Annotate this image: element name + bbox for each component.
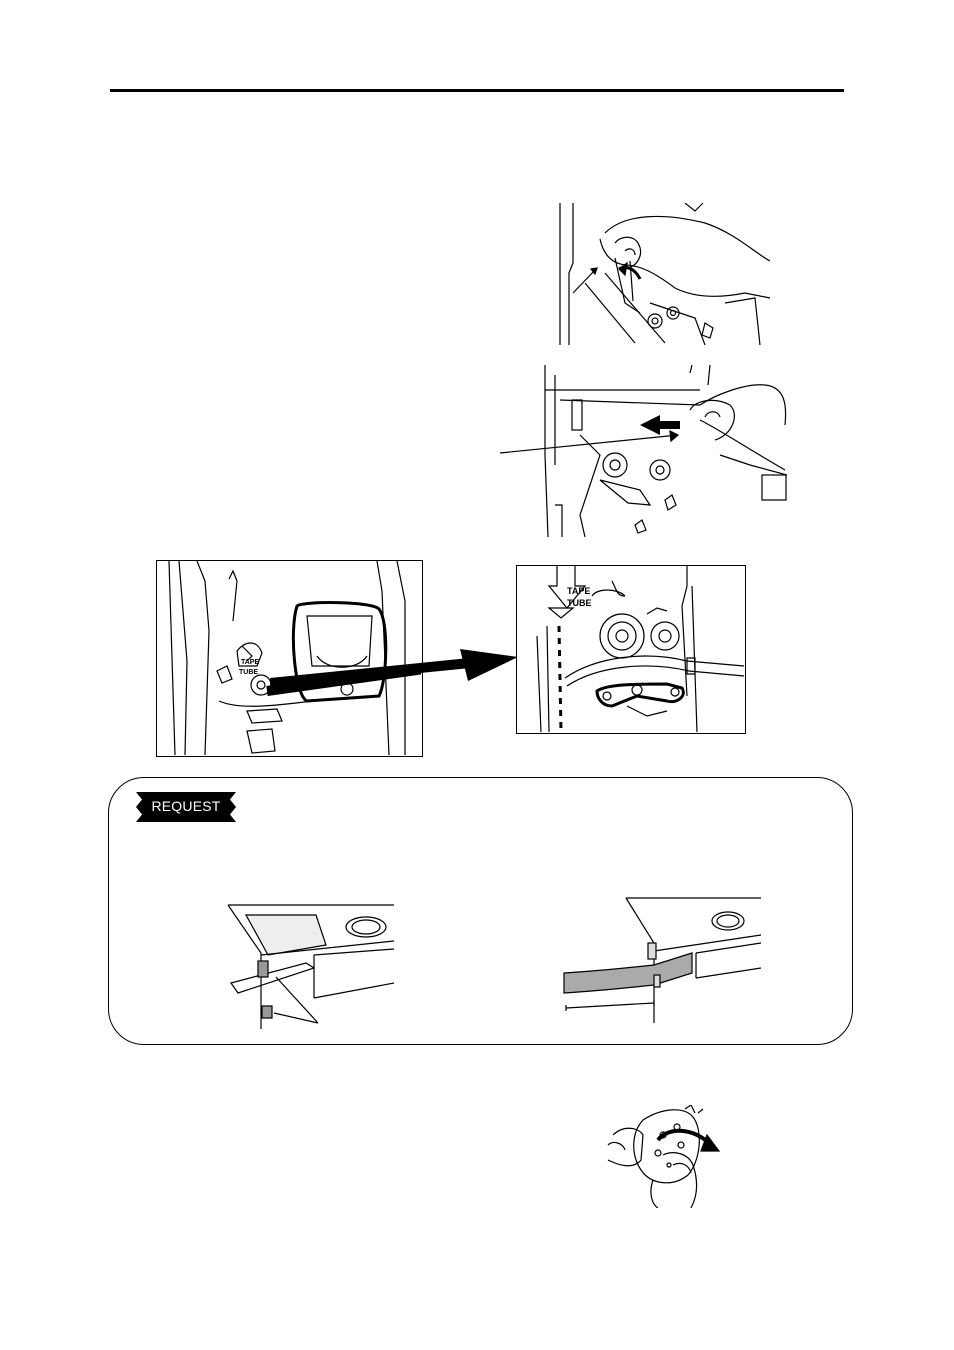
tape-mark-small: TAPE bbox=[241, 659, 259, 666]
figure-tape-guide-detail: TAPE TUBE bbox=[516, 565, 746, 734]
request-badge: REQUEST bbox=[136, 792, 236, 822]
request-label: REQUEST bbox=[136, 792, 236, 822]
arrow-zoom-indicator bbox=[270, 645, 520, 695]
figure-hand-removing-tape bbox=[555, 203, 773, 345]
tube-mark-small: TUBE bbox=[239, 669, 258, 676]
figure-tape-guide-right bbox=[556, 893, 761, 1023]
figure-turning-knob bbox=[603, 1105, 721, 1208]
tape-mark: TAPE bbox=[567, 586, 590, 596]
figure-tape-guide-left bbox=[206, 893, 394, 1029]
header-rule bbox=[110, 89, 844, 92]
figure-pulling-roller bbox=[500, 365, 787, 537]
tube-mark: TUBE bbox=[567, 598, 592, 608]
